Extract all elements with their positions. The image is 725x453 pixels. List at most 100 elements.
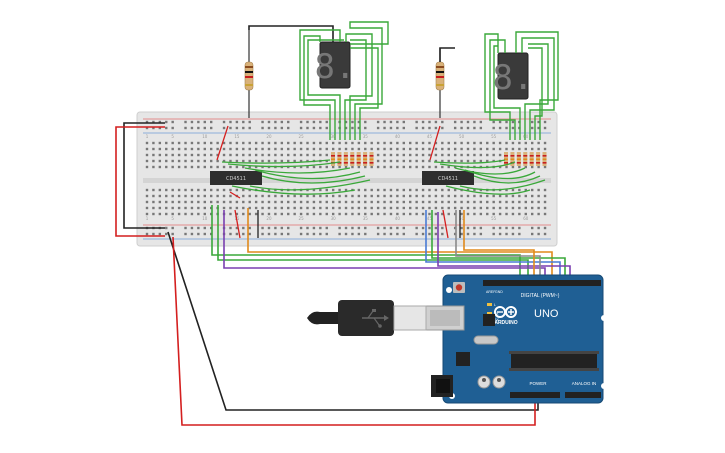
breadboard-hole[interactable] [171, 200, 174, 204]
breadboard-hole[interactable] [421, 120, 425, 124]
breadboard-hole[interactable] [505, 232, 508, 236]
breadboard-hole[interactable] [473, 206, 476, 210]
breadboard-hole[interactable] [267, 200, 271, 204]
breadboard-hole[interactable] [190, 141, 194, 145]
breadboard-hole[interactable] [376, 147, 380, 151]
breadboard-hole[interactable] [274, 212, 277, 216]
breadboard-hole[interactable] [518, 141, 521, 145]
breadboard-hole[interactable] [441, 232, 444, 236]
breadboard-hole[interactable] [267, 194, 271, 198]
breadboard-hole[interactable] [357, 212, 361, 216]
breadboard-hole[interactable] [447, 194, 450, 198]
breadboard-hole[interactable] [396, 226, 399, 230]
breadboard-hole[interactable] [235, 141, 239, 145]
breadboard-hole[interactable] [351, 165, 354, 169]
breadboard-hole[interactable] [287, 226, 290, 230]
breadboard-hole[interactable] [402, 226, 405, 230]
breadboard-hole[interactable] [344, 194, 348, 198]
breadboard-hole[interactable] [344, 200, 348, 204]
breadboard-hole[interactable] [261, 188, 264, 192]
breadboard-hole[interactable] [184, 206, 187, 210]
breadboard-hole[interactable] [165, 126, 168, 130]
breadboard-hole[interactable] [197, 153, 200, 157]
breadboard-hole[interactable] [498, 126, 502, 130]
breadboard-hole[interactable] [479, 212, 483, 216]
breadboard-hole[interactable] [447, 141, 450, 145]
breadboard-hole[interactable] [145, 232, 149, 236]
breadboard-hole[interactable] [287, 126, 290, 130]
breadboard-hole[interactable] [409, 147, 412, 151]
breadboard-hole[interactable] [537, 120, 540, 124]
breadboard-hole[interactable] [261, 153, 264, 157]
breadboard-hole[interactable] [242, 200, 245, 204]
breadboard-hole[interactable] [473, 126, 476, 130]
breadboard-hole[interactable] [364, 226, 367, 230]
breadboard-hole[interactable] [210, 188, 213, 192]
breadboard-hole[interactable] [498, 153, 502, 157]
breadboard-hole[interactable] [280, 141, 284, 145]
breadboard-hole[interactable] [428, 147, 431, 151]
breadboard-hole[interactable] [531, 200, 534, 204]
breadboard-hole[interactable] [152, 126, 155, 130]
breadboard-hole[interactable] [190, 165, 194, 169]
breadboard-hole[interactable] [325, 232, 328, 236]
breadboard-hole[interactable] [338, 200, 341, 204]
breadboard-hole[interactable] [383, 120, 386, 124]
breadboard-hole[interactable] [280, 194, 284, 198]
breadboard-hole[interactable] [421, 200, 425, 204]
breadboard-hole[interactable] [543, 200, 547, 204]
breadboard-hole[interactable] [421, 206, 425, 210]
breadboard-hole[interactable] [370, 212, 373, 216]
breadboard-hole[interactable] [543, 226, 547, 230]
breadboard-hole[interactable] [396, 212, 399, 216]
breadboard-hole[interactable] [421, 188, 425, 192]
breadboard-hole[interactable] [222, 200, 226, 204]
breadboard-hole[interactable] [171, 120, 174, 124]
resistor-left[interactable] [244, 30, 254, 118]
breadboard-hole[interactable] [190, 206, 194, 210]
breadboard-hole[interactable] [280, 200, 284, 204]
breadboard-hole[interactable] [210, 147, 213, 151]
breadboard-hole[interactable] [518, 206, 521, 210]
breadboard-hole[interactable] [319, 226, 322, 230]
breadboard-hole[interactable] [184, 120, 187, 124]
breadboard-hole[interactable] [415, 153, 418, 157]
digital-header[interactable] [483, 280, 601, 286]
breadboard-hole[interactable] [434, 165, 438, 169]
breadboard-hole[interactable] [409, 141, 412, 145]
breadboard-hole[interactable] [351, 200, 354, 204]
breadboard-hole[interactable] [145, 206, 149, 210]
breadboard-hole[interactable] [396, 188, 399, 192]
breadboard-hole[interactable] [261, 159, 264, 163]
breadboard-hole[interactable] [531, 226, 534, 230]
breadboard-hole[interactable] [466, 206, 470, 210]
breadboard-hole[interactable] [537, 165, 540, 169]
breadboard-hole[interactable] [409, 206, 412, 210]
breadboard-hole[interactable] [299, 153, 303, 157]
breadboard-hole[interactable] [165, 200, 168, 204]
breadboard-hole[interactable] [242, 232, 245, 236]
breadboard-hole[interactable] [376, 165, 380, 169]
breadboard-hole[interactable] [498, 141, 502, 145]
breadboard-hole[interactable] [421, 226, 425, 230]
breadboard-hole[interactable] [267, 206, 271, 210]
breadboard-hole[interactable] [498, 206, 502, 210]
arduino-uno-board[interactable]: DIGITAL (PWM~) AREF GND ARDUINO UNO L TX… [425, 274, 607, 404]
breadboard-hole[interactable] [383, 126, 386, 130]
breadboard-hole[interactable] [518, 165, 521, 169]
breadboard-hole[interactable] [267, 141, 271, 145]
breadboard-hole[interactable] [203, 226, 206, 230]
breadboard-hole[interactable] [184, 194, 187, 198]
breadboard-hole[interactable] [325, 206, 328, 210]
breadboard-hole[interactable] [447, 147, 450, 151]
breadboard-hole[interactable] [473, 141, 476, 145]
breadboard-hole[interactable] [235, 212, 239, 216]
breadboard-hole[interactable] [152, 194, 155, 198]
breadboard-hole[interactable] [364, 212, 367, 216]
breadboard-hole[interactable] [293, 159, 296, 163]
breadboard-hole[interactable] [466, 153, 470, 157]
breadboard-hole[interactable] [428, 206, 431, 210]
breadboard-hole[interactable] [524, 194, 527, 198]
breadboard-hole[interactable] [344, 120, 348, 124]
breadboard-hole[interactable] [261, 194, 264, 198]
